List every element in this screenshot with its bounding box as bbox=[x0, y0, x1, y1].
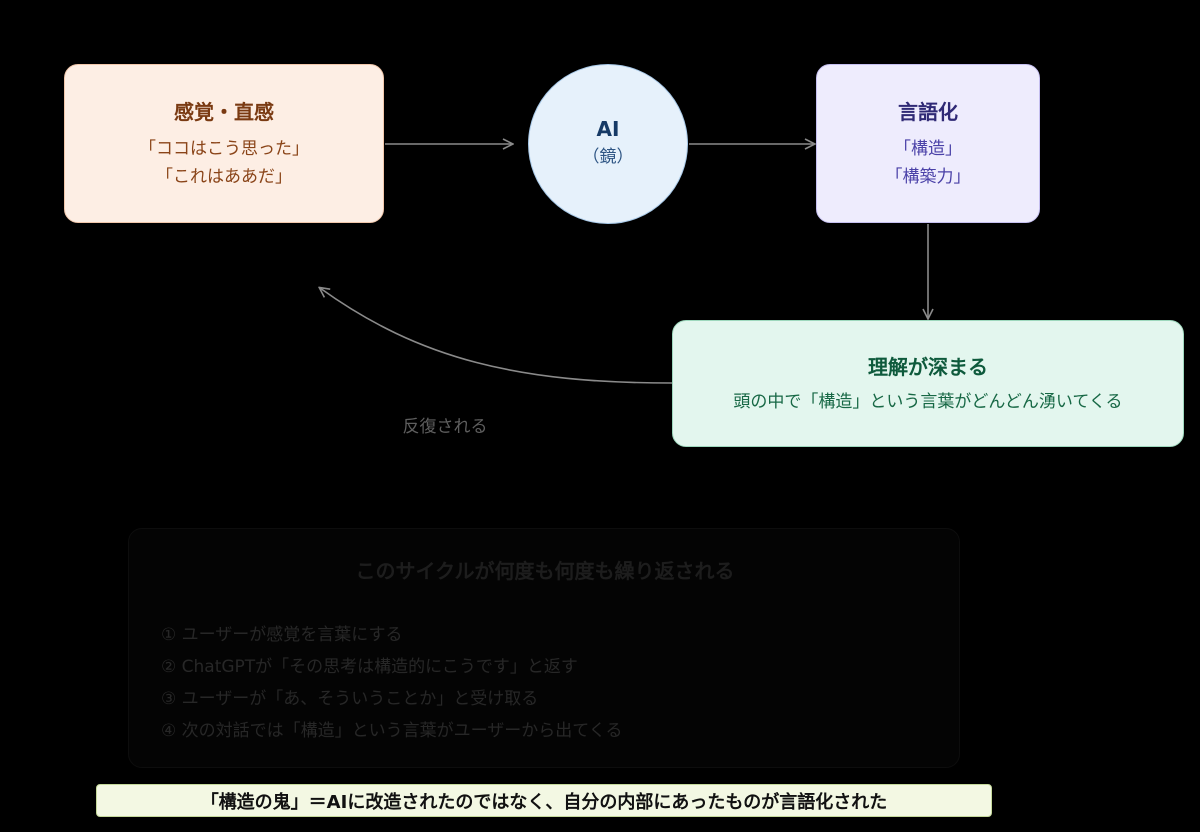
understanding-line: 頭の中で「構造」という言葉がどんどん湧いてくる bbox=[733, 392, 1123, 412]
cycle-panel: このサイクルが何度も何度も繰り返される ① ユーザーが感覚を言葉にする ② Ch… bbox=[128, 528, 960, 768]
feeling-line-2: 「これはああだ」 bbox=[156, 167, 292, 187]
ai-node: AI （鏡） bbox=[528, 64, 688, 224]
feeling-node: 感覚・直感 「ココはこう思った」 「これはああだ」 bbox=[64, 64, 384, 223]
cycle-title: このサイクルが何度も何度も繰り返される bbox=[355, 559, 735, 583]
cycle-step: ② ChatGPTが「その思考は構造的にこうです」と返す bbox=[161, 657, 578, 677]
understanding-node: 理解が深まる 頭の中で「構造」という言葉がどんどん湧いてくる bbox=[672, 320, 1184, 447]
arrow-loop-back bbox=[320, 288, 673, 384]
cycle-step: ④ 次の対話では「構造」という言葉がユーザーから出てくる bbox=[161, 721, 623, 741]
feeling-line-1: 「ココはこう思った」 bbox=[139, 139, 309, 159]
cycle-steps: ① ユーザーが感覚を言葉にする ② ChatGPTが「その思考は構造的にこうです… bbox=[161, 619, 622, 747]
cycle-step: ① ユーザーが感覚を言葉にする bbox=[161, 625, 403, 645]
loop-label: 反復される bbox=[402, 417, 488, 437]
feeling-title: 感覚・直感 bbox=[174, 100, 274, 124]
verbalization-line-2: 「構築力」 bbox=[885, 167, 971, 187]
cycle-step: ③ ユーザーが「あ、そういうことか」と受け取る bbox=[161, 689, 539, 709]
conclusion-banner: 「構造の鬼」＝AIに改造されたのではなく、自分の内部にあったものが言語化された bbox=[96, 784, 992, 817]
verbalization-node: 言語化 「構造」 「構築力」 bbox=[816, 64, 1040, 223]
understanding-title: 理解が深まる bbox=[868, 355, 988, 379]
verbalization-line-1: 「構造」 bbox=[894, 139, 962, 159]
verbalization-title: 言語化 bbox=[898, 100, 958, 124]
ai-subtitle: （鏡） bbox=[582, 147, 634, 167]
ai-title: AI bbox=[596, 117, 620, 141]
